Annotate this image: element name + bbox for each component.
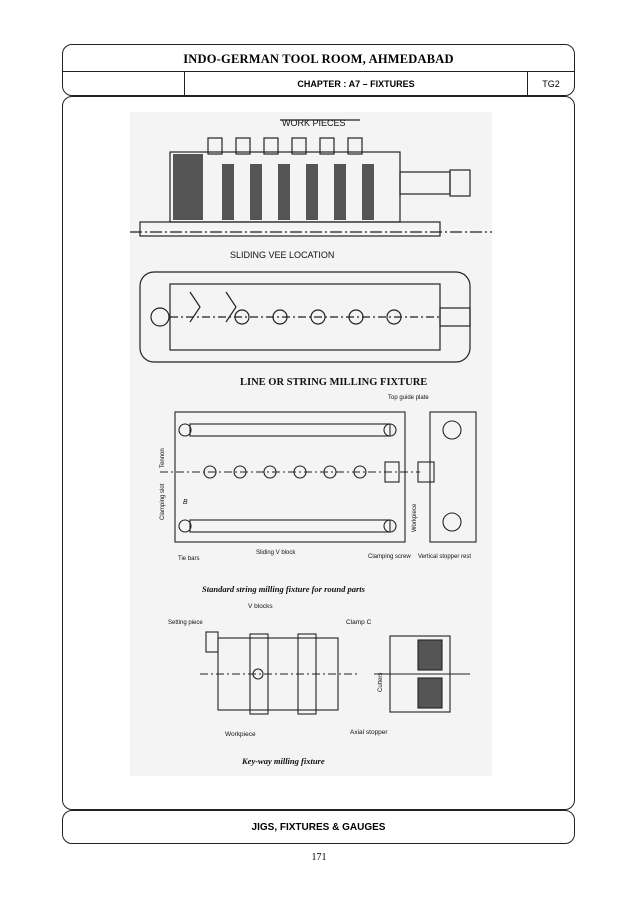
- page-number: 171: [311, 852, 327, 863]
- keyway-workpiece-label: Workpiece: [225, 731, 256, 738]
- string-milling-plan: [160, 411, 420, 543]
- content-frame: [62, 96, 575, 810]
- tie-bars-label: Tie bars: [178, 556, 199, 562]
- chapter-title: CHAPTER : A7 – FIXTURES: [185, 72, 528, 97]
- cutters-label: Cutters: [378, 673, 384, 692]
- vertical-stopper-rest-label: Vertical stopper rest: [418, 554, 471, 560]
- setting-piece-label: Setting piece: [168, 620, 203, 626]
- b-label: B: [183, 499, 188, 506]
- axial-stopper-label: Axial stopper: [350, 729, 388, 736]
- header-row: CHAPTER : A7 – FIXTURES TG2: [63, 71, 574, 97]
- sliding-v-block-label: Sliding V block: [256, 550, 296, 556]
- work-pieces-label: WORK PIECES: [282, 118, 346, 128]
- institute-title: INDO-GERMAN TOOL ROOM, AHMEDABAD: [183, 52, 454, 66]
- string-milling-caption: Standard string milling fixture for roun…: [202, 584, 366, 594]
- line-milling-plan: [139, 271, 471, 363]
- header-blank-cell: [63, 72, 185, 97]
- workpiece-label: Workpiece: [412, 503, 418, 532]
- fixture-drawings-svg: WORK PIECES SLIDING VEE LOCATION LINE OR…: [130, 112, 492, 776]
- fixture-drawings-scan: WORK PIECES SLIDING VEE LOCATION LINE OR…: [130, 112, 492, 776]
- section-code: TG2: [542, 79, 560, 89]
- keyway-plan: [200, 631, 360, 715]
- clamping-screw-label: Clamping screw: [368, 554, 411, 560]
- line-milling-caption: LINE OR STRING MILLING FIXTURE: [240, 377, 427, 388]
- subject-title: JIGS, FIXTURES & GAUGES: [251, 822, 386, 833]
- keyway-caption: Key-way milling fixture: [241, 756, 325, 766]
- string-milling-side: [417, 411, 477, 543]
- v-blocks-label: V blocks: [248, 603, 273, 610]
- line-milling-elevation: [130, 119, 492, 237]
- clamping-slot-label: Clamping slot: [160, 483, 166, 520]
- clamp-c-label: Clamp C: [346, 619, 372, 626]
- keyway-side: [374, 635, 470, 713]
- sliding-vee-label: SLIDING VEE LOCATION: [230, 250, 334, 260]
- page-header: INDO-GERMAN TOOL ROOM, AHMEDABAD CHAPTER…: [62, 44, 575, 97]
- page-footer: JIGS, FIXTURES & GAUGES: [62, 810, 575, 844]
- top-guide-plate-label: Top guide plate: [388, 395, 429, 401]
- tennon-label: Tennon: [160, 448, 166, 468]
